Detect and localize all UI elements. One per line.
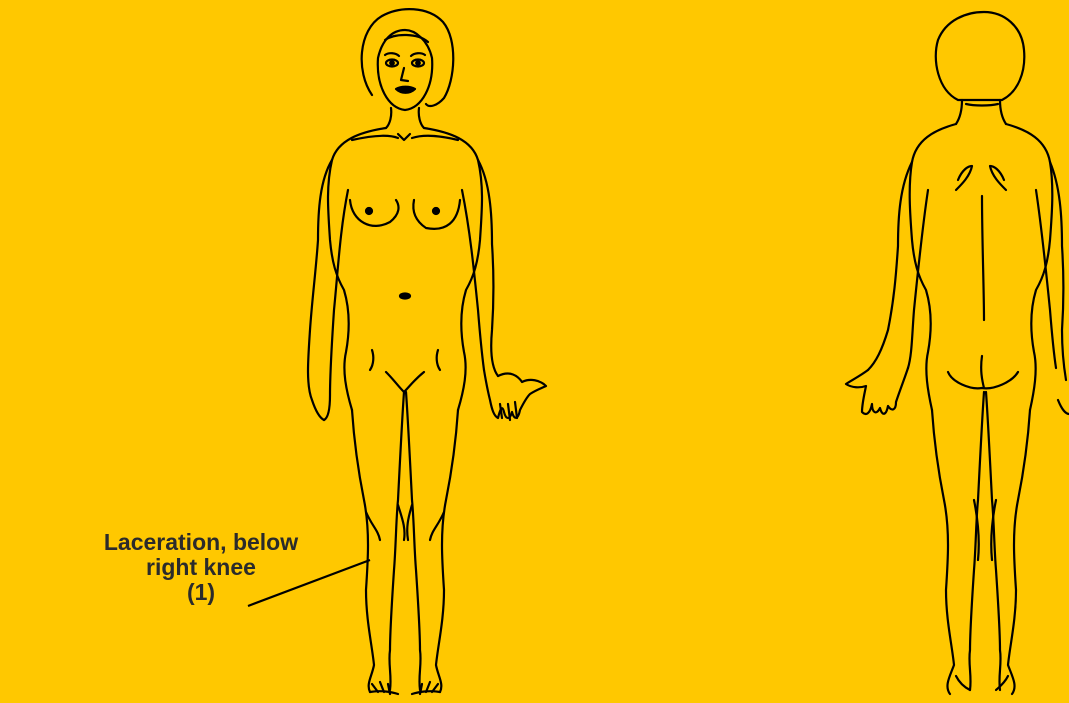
annotation-line-2: right knee [76, 555, 326, 580]
back-left-hand [846, 368, 908, 414]
front-face [378, 30, 432, 110]
laceration-annotation: Laceration, below right knee (1) [76, 530, 326, 605]
annotation-line-3: (1) [76, 580, 326, 605]
front-view-figure [308, 9, 546, 694]
front-left-leg [352, 410, 374, 692]
back-head [936, 12, 1025, 100]
front-right-leg [436, 410, 458, 692]
annotation-line-1: Laceration, below [76, 530, 326, 555]
back-view-figure [846, 12, 1069, 694]
